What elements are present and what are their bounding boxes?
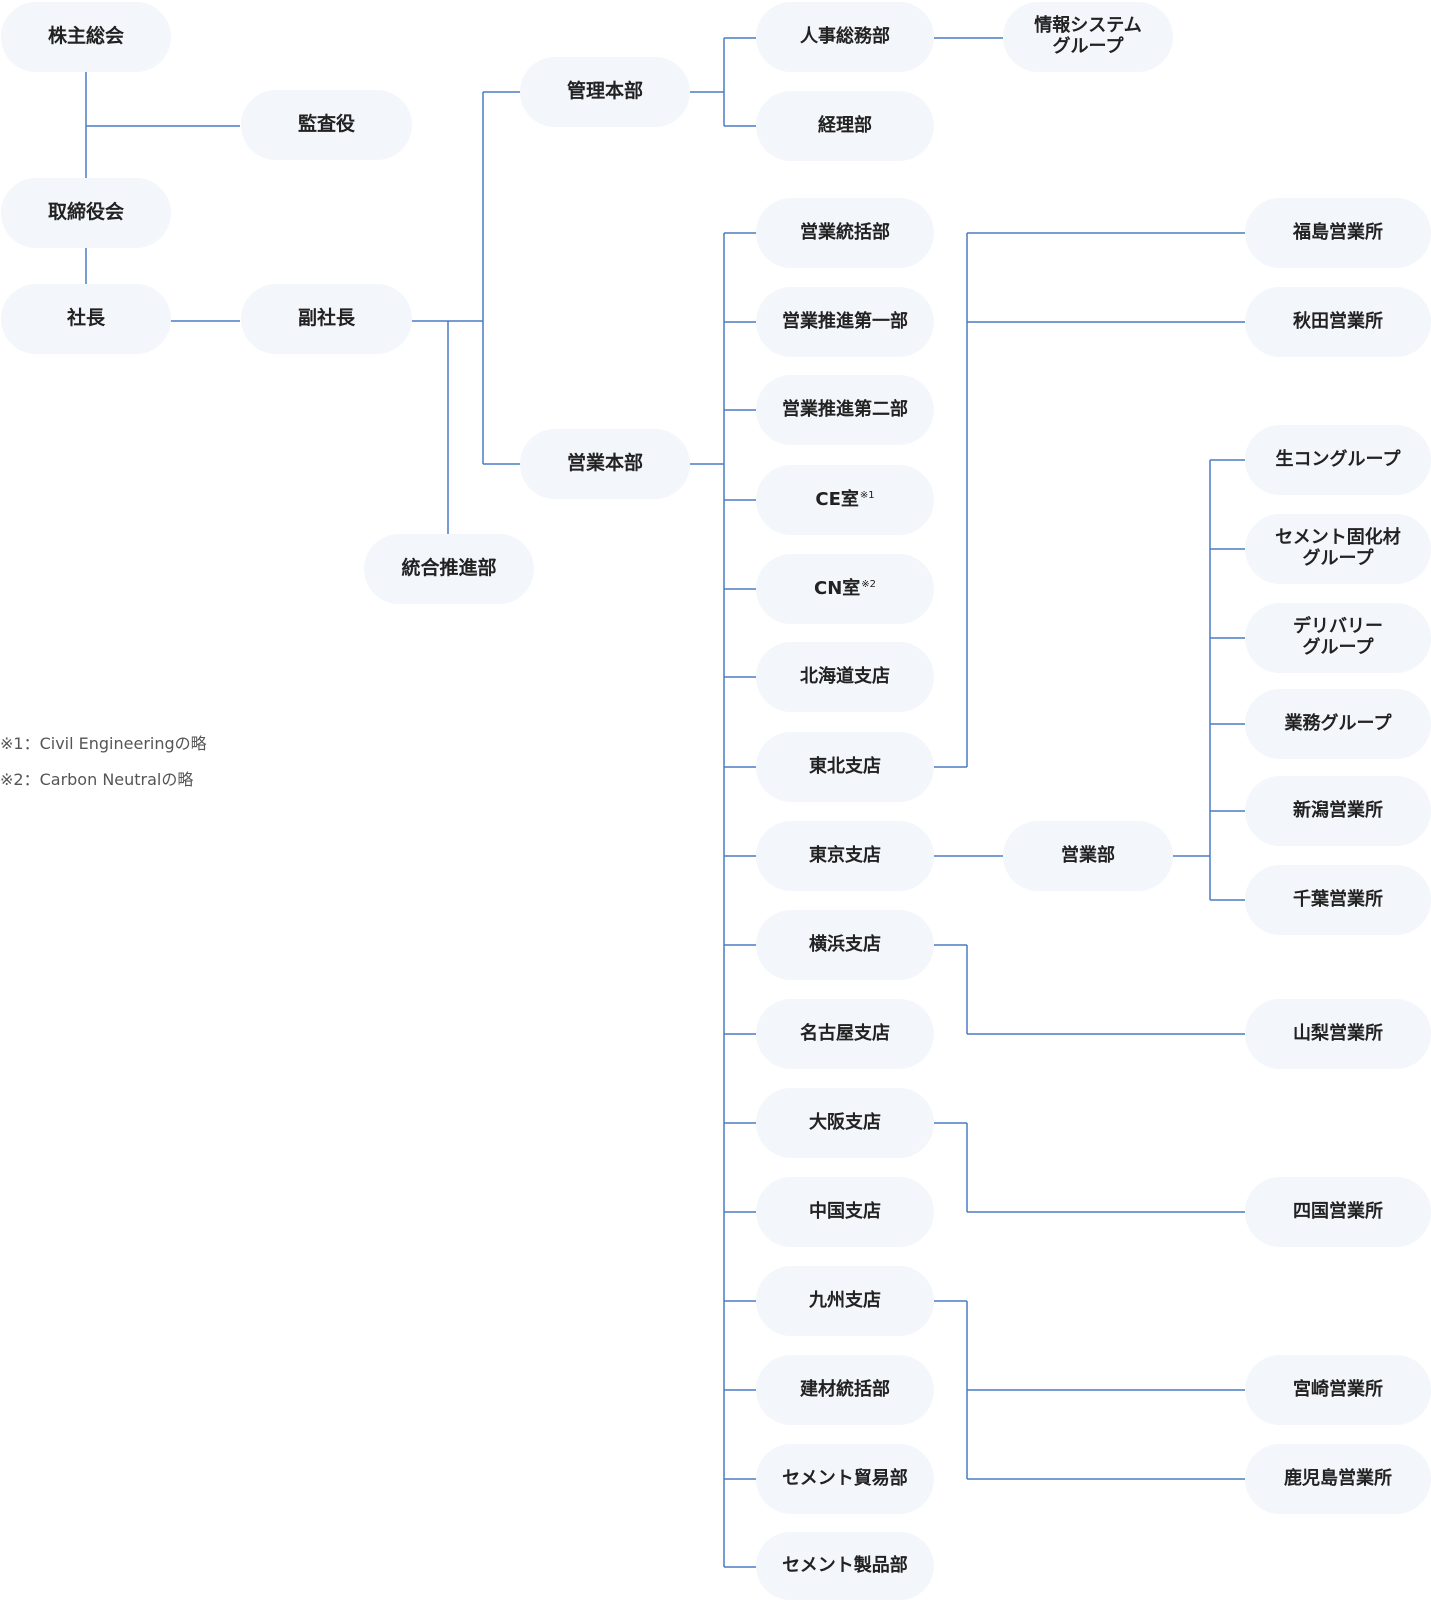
node-yamanashi-office: 山梨営業所 [1245, 999, 1431, 1069]
node-yokohama-branch: 横浜支店 [756, 910, 934, 980]
footnote-cn: ※2：Carbon Neutralの略 [0, 770, 194, 789]
node-osaka-branch: 大阪支店 [756, 1088, 934, 1158]
node-cement-solidifier-group: セメント固化材グループ [1245, 514, 1431, 584]
node-shareholders-meeting: 株主総会 [1, 2, 171, 72]
node-vice-president: 副社長 [241, 284, 412, 354]
footnotes: ※1：Civil Engineeringの略 ※2：Carbon Neutral… [0, 726, 207, 798]
node-shikoku-office: 四国営業所 [1245, 1177, 1431, 1247]
node-niigata-office: 新潟営業所 [1245, 776, 1431, 846]
node-it-group: 情報システムグループ [1003, 2, 1173, 72]
node-integration-dept: 統合推進部 [364, 534, 534, 604]
node-akita-office: 秋田営業所 [1245, 287, 1431, 357]
node-hokkaido-branch: 北海道支店 [756, 642, 934, 712]
node-board: 取締役会 [1, 178, 171, 248]
node-tohoku-branch: 東北支店 [756, 732, 934, 802]
node-sales-promo1: 営業推進第一部 [756, 287, 934, 357]
node-hr-dept: 人事総務部 [756, 2, 934, 72]
node-fukushima-office: 福島営業所 [1245, 198, 1431, 268]
node-ce-room: CE室※1 [756, 465, 934, 535]
ce-note-mark: ※1 [859, 489, 875, 501]
node-tokyo-sales-dept: 営業部 [1003, 821, 1173, 891]
node-nagoya-branch: 名古屋支店 [756, 999, 934, 1069]
node-sales-coord: 営業統括部 [756, 198, 934, 268]
node-kagoshima-office: 鹿児島営業所 [1245, 1444, 1431, 1514]
footnote-ce: ※1：Civil Engineeringの略 [0, 734, 207, 753]
node-cn-room: CN室※2 [756, 554, 934, 624]
node-auditor: 監査役 [241, 90, 412, 160]
node-kyushu-branch: 九州支店 [756, 1266, 934, 1336]
node-chugoku-branch: 中国支店 [756, 1177, 934, 1247]
node-namacon-group: 生コングループ [1245, 425, 1431, 495]
node-president: 社長 [1, 284, 171, 354]
node-accounting-dept: 経理部 [756, 91, 934, 161]
node-admin-hq: 管理本部 [520, 57, 690, 127]
cn-note-mark: ※2 [861, 578, 877, 590]
node-gyomu-group: 業務グループ [1245, 689, 1431, 759]
node-cement-products-dept: セメント製品部 [756, 1532, 934, 1600]
node-cement-trade-dept: セメント貿易部 [756, 1444, 934, 1514]
node-miyazaki-office: 宮崎営業所 [1245, 1355, 1431, 1425]
node-materials-dept: 建材統括部 [756, 1355, 934, 1425]
node-chiba-office: 千葉営業所 [1245, 865, 1431, 935]
node-sales-hq: 営業本部 [520, 429, 690, 499]
node-sales-promo2: 営業推進第二部 [756, 375, 934, 445]
node-delivery-group: デリバリーグループ [1245, 603, 1431, 673]
node-tokyo-branch: 東京支店 [756, 821, 934, 891]
